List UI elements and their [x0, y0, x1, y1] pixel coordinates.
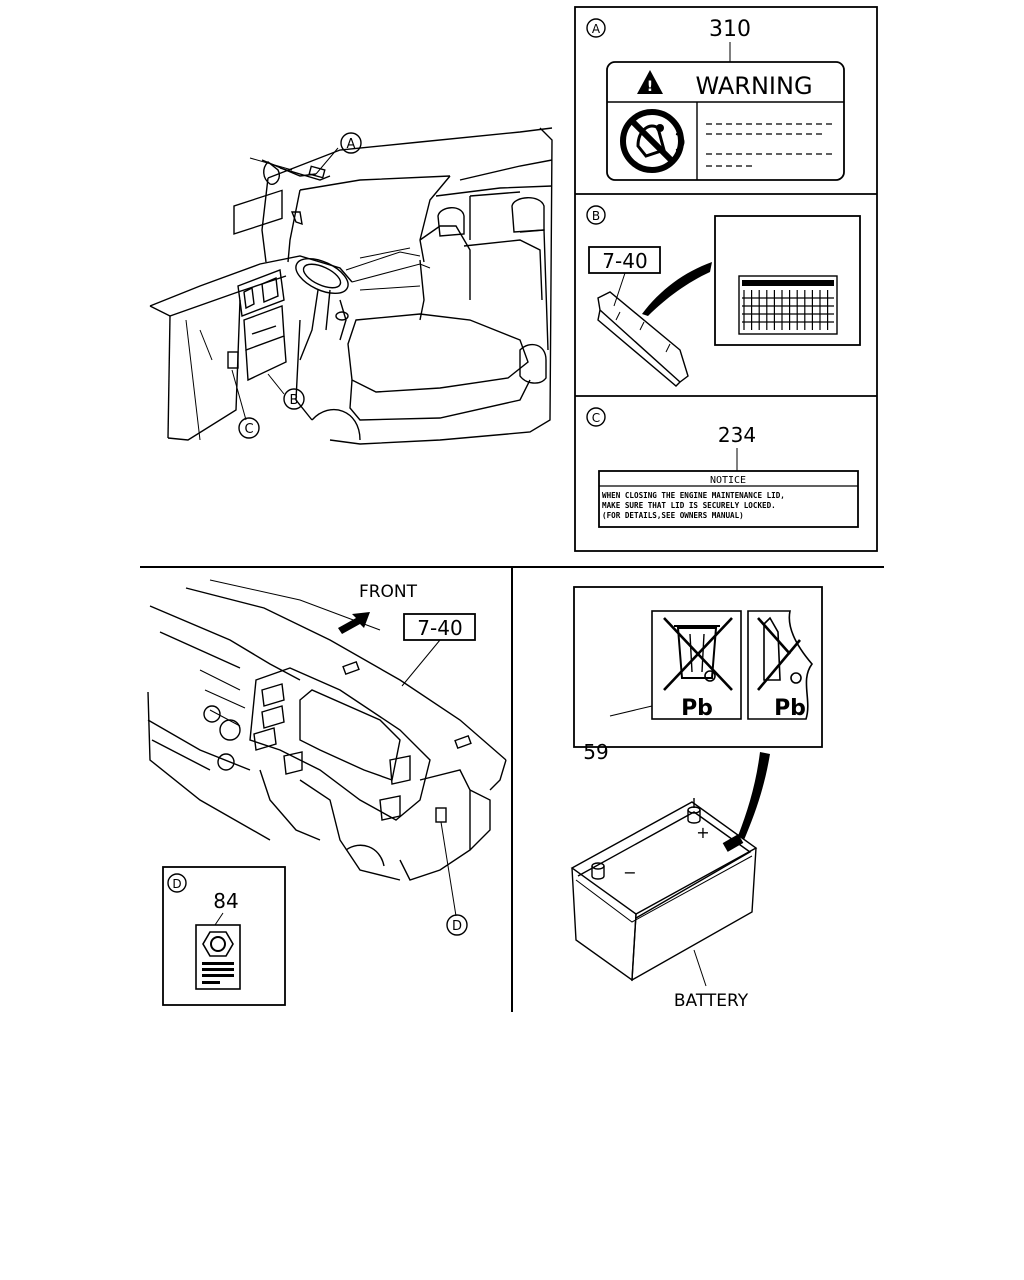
svg-text:B: B [592, 209, 600, 223]
svg-text:WARNING: WARNING [695, 72, 812, 100]
callout-b: B [283, 388, 305, 410]
panel-b: B 7-40 49 [586, 205, 861, 387]
battery-drawing: + − BATTERY [570, 798, 758, 1011]
svg-text:Pb: Pb [681, 696, 713, 721]
no-dumping-icon: Pb [747, 610, 814, 721]
reference-box-7-40-dash [403, 613, 476, 641]
part-number-310: 310 [709, 17, 751, 42]
svg-text:C: C [592, 411, 600, 425]
svg-text:WHEN CLOSING THE ENGINE MAINTE: WHEN CLOSING THE ENGINE MAINTENANCE LID, [602, 491, 785, 500]
callout-d-dash: D [446, 914, 468, 936]
callout-c: C [238, 417, 260, 439]
fuse-label-sticker [738, 275, 838, 335]
part-number-59: 59 [583, 740, 608, 764]
svg-text:+: + [696, 823, 709, 842]
no-bin-disposal-icon: Pb [651, 610, 742, 721]
callout-a: A [340, 132, 362, 154]
svg-text:A: A [347, 137, 356, 152]
part-number-234: 234 [718, 423, 756, 447]
svg-text:(FOR DETAILS,SEE OWNERS MANUAL: (FOR DETAILS,SEE OWNERS MANUAL) [602, 511, 744, 520]
front-label: FRONT [359, 582, 418, 602]
svg-text:D: D [452, 919, 462, 934]
svg-text:C: C [244, 422, 253, 437]
svg-text:!: ! [647, 79, 653, 95]
svg-text:A: A [592, 22, 601, 36]
panel-d: D 84 [162, 866, 286, 1006]
dashboard-drawing: FRONT 7-40 [147, 579, 507, 917]
svg-text:−: − [623, 863, 636, 882]
battery-label-panel: 59 Pb Pb [573, 586, 823, 764]
panel-c: C 234 NOTICE WHEN CLOSING THE ENGINE MAI… [586, 407, 859, 528]
svg-text:MAKE SURE THAT LID IS SECURELY: MAKE SURE THAT LID IS SECURELY LOCKED. [602, 501, 776, 510]
cab-interior-drawing [149, 127, 553, 445]
no-child-seat-icon [620, 109, 685, 173]
battery-label: BATTERY [674, 991, 749, 1011]
panel-a: A 310 ! WARNING [586, 17, 845, 181]
svg-text:D: D [172, 877, 181, 891]
warning-triangle-icon [637, 70, 663, 94]
airbag-label-sticker [195, 924, 241, 990]
front-arrow-icon [338, 612, 370, 634]
svg-text:NOTICE: NOTICE [710, 475, 746, 486]
warning-label: ! WARNING [606, 61, 845, 181]
svg-text:7-40: 7-40 [417, 616, 462, 640]
svg-text:B: B [290, 393, 299, 408]
pointer-swoosh [738, 752, 770, 840]
part-number-84: 84 [213, 889, 238, 913]
svg-text:Pb: Pb [774, 696, 806, 721]
notice-label: NOTICE WHEN CLOSING THE ENGINE MAINTENAN… [598, 470, 859, 528]
svg-text:7-40: 7-40 [602, 249, 647, 273]
